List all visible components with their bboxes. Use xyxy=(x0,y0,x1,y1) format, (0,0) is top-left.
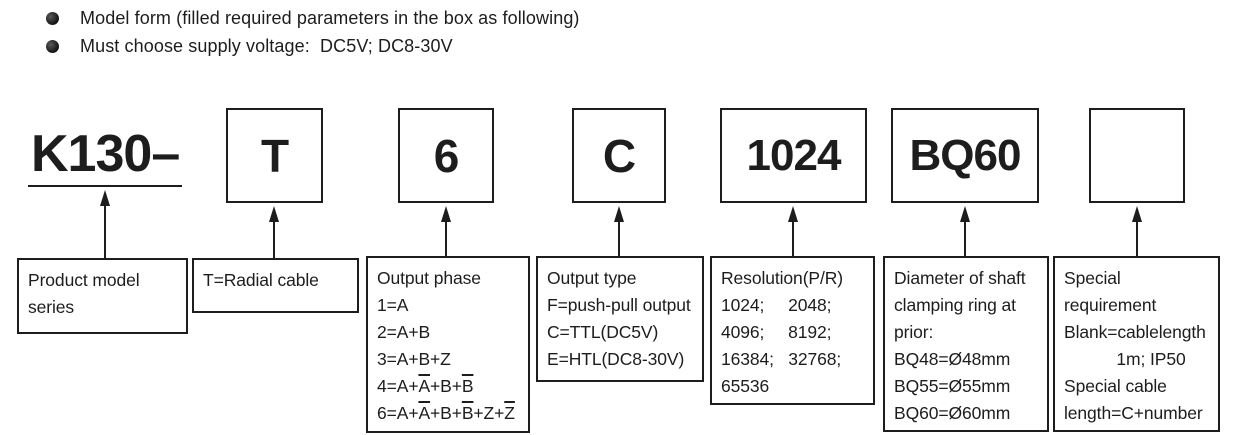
arrowhead-icon xyxy=(1132,206,1142,222)
bullet-text: Model form (filled required parameters i… xyxy=(80,8,580,28)
arrow-up-icon xyxy=(613,206,625,258)
legend-line: 1m; IP50 xyxy=(1064,349,1186,369)
arrow-shaft xyxy=(1136,218,1138,258)
model-prefix: K130– xyxy=(28,128,183,187)
legend-line: requirement xyxy=(1064,295,1157,315)
model-code-box-output-phase: 6 xyxy=(398,108,494,203)
legend-line: 2=A+B xyxy=(377,322,431,342)
overlined-signal: Z xyxy=(504,403,515,423)
model-code-box-resolution: 1024 xyxy=(720,108,867,203)
legend-line: 3=A+B+Z xyxy=(377,349,451,369)
legend-line: BQ48=Ø48mm xyxy=(894,349,1011,369)
legend-line: 4096; 8192; xyxy=(721,322,832,342)
bullet-text: Must choose supply voltage: DC5V; DC8-30… xyxy=(80,36,453,56)
overlined-signal: B xyxy=(461,376,474,396)
model-code-box-special xyxy=(1089,108,1185,203)
arrow-shaft xyxy=(618,218,620,258)
legend-box-output-phase: Output phase 1=A 2=A+B 3=A+B+Z 4=A+A+B+B 6=A+… xyxy=(366,256,530,433)
legend-line: length=C+number xyxy=(1064,403,1203,423)
legend-box-resolution: Resolution(P/R) 1024; 2048; 4096; 8192; 163… xyxy=(710,256,875,405)
model-code-box-cable: T xyxy=(226,108,323,203)
arrowhead-icon xyxy=(441,206,451,222)
legend-line: clamping ring at xyxy=(894,295,1016,315)
arrow-shaft xyxy=(273,218,275,258)
legend-line: Special xyxy=(1064,268,1121,288)
arrow-shaft xyxy=(445,218,447,258)
legend-line: 16384; 32768; xyxy=(721,349,842,369)
arrow-up-icon xyxy=(268,206,280,258)
legend-line: series xyxy=(28,297,75,317)
arrow-up-icon xyxy=(787,206,799,258)
legend-line: BQ55=Ø55mm xyxy=(894,376,1011,396)
legend-line: Resolution(P/R) xyxy=(721,268,844,288)
arrow-up-icon xyxy=(959,206,971,258)
bullet-item-model-form: Model form (filled required parameters i… xyxy=(46,8,580,29)
legend-line: BQ60=Ø60mm xyxy=(894,403,1011,423)
legend-line: Special cable xyxy=(1064,376,1167,396)
legend-line: Diameter of shaft xyxy=(894,268,1026,288)
arrow-up-icon xyxy=(99,190,111,258)
legend-line: F=push-pull output xyxy=(547,295,691,315)
legend-line: Output phase xyxy=(377,268,481,288)
legend-line: C=TTL(DC5V) xyxy=(547,322,659,342)
legend-line: 4=A+A+B+B xyxy=(377,376,474,396)
model-code-box-clamping-ring: BQ60 xyxy=(891,108,1039,203)
arrowhead-icon xyxy=(269,206,279,222)
legend-line: T=Radial cable xyxy=(203,270,319,290)
legend-line: prior: xyxy=(894,322,934,342)
legend-box-shaft-clamping-diameter: Diameter of shaft clamping ring at prior: B… xyxy=(883,256,1049,432)
legend-box-product-model-series: Product model series xyxy=(17,258,188,334)
bullet-icon xyxy=(46,12,59,25)
legend-line: 1=A xyxy=(377,295,409,315)
arrow-up-icon xyxy=(1131,206,1143,258)
legend-line: Output type xyxy=(547,268,637,288)
legend-line: 6=A+A+B+B+Z+Z xyxy=(377,403,515,423)
legend-line: 1024; 2048; xyxy=(721,295,832,315)
overlined-signal: A xyxy=(418,376,431,396)
arrowhead-icon xyxy=(960,206,970,222)
arrow-shaft xyxy=(964,218,966,258)
arrow-up-icon xyxy=(440,206,452,258)
arrowhead-icon xyxy=(788,206,798,222)
arrow-shaft xyxy=(104,202,106,258)
legend-line: E=HTL(DC8-30V) xyxy=(547,349,685,369)
legend-line: Product model xyxy=(28,270,140,290)
arrow-shaft xyxy=(792,218,794,258)
bullet-item-supply-voltage: Must choose supply voltage: DC5V; DC8-30… xyxy=(46,36,453,57)
legend-line: Blank=cablelength xyxy=(1064,322,1206,342)
bullet-icon xyxy=(46,40,59,53)
legend-line: 65536 xyxy=(721,376,770,396)
arrowhead-icon xyxy=(100,190,110,206)
legend-box-cable-orientation: T=Radial cable xyxy=(192,258,359,313)
arrowhead-icon xyxy=(614,206,624,222)
overlined-signal: B xyxy=(461,403,474,423)
model-code-box-output-type: C xyxy=(572,108,666,203)
overlined-signal: A xyxy=(418,403,431,423)
